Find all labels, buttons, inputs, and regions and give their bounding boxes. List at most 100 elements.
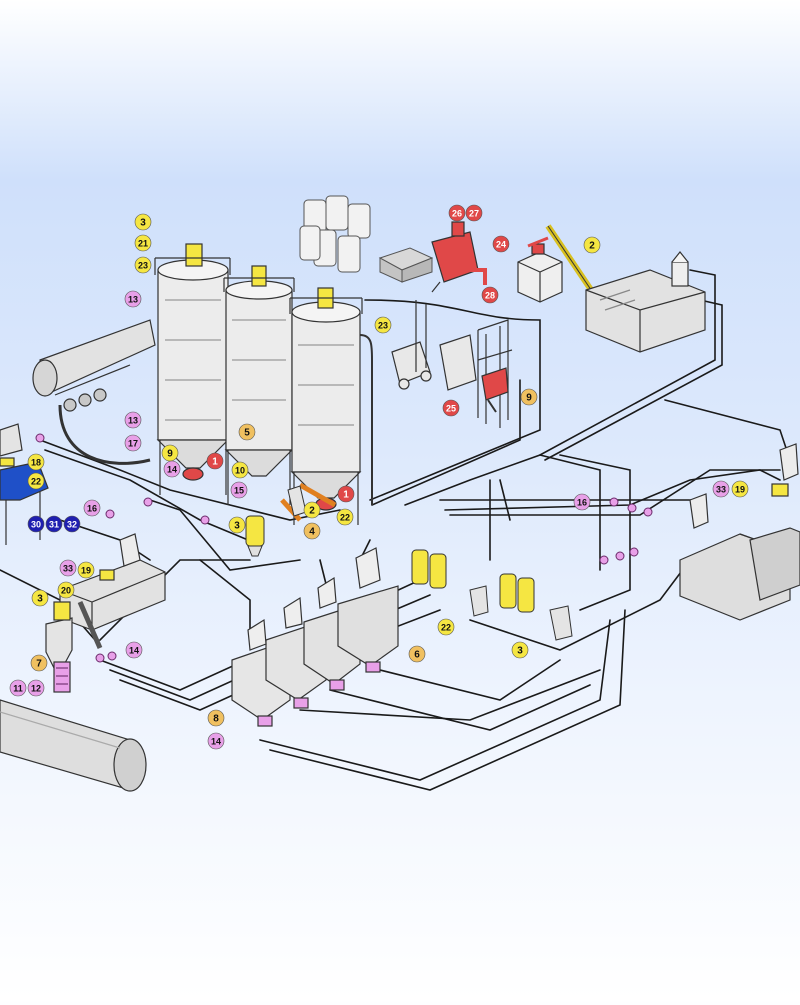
label-circle (303, 522, 321, 540)
label-text: 23 (138, 261, 148, 271)
label-text: 16 (87, 504, 97, 514)
label-text: 33 (716, 485, 726, 495)
label-bubble-16: 16 (83, 499, 101, 517)
label-text: 28 (485, 291, 495, 301)
pipe-line (269, 609, 626, 791)
pipe-line (379, 659, 561, 701)
vacuum-loader (245, 515, 265, 557)
label-bubble-9: 9 (161, 444, 179, 462)
label-bubble-33: 33 (59, 559, 77, 577)
label-bubble-31: 31 (45, 515, 63, 533)
label-circle (437, 618, 455, 636)
label-text: 8 (213, 714, 219, 725)
label-bubble-23: 23 (374, 316, 392, 334)
label-text: 22 (31, 477, 41, 487)
label-bubble-11: 11 (9, 679, 27, 697)
label-circle (228, 516, 246, 534)
label-circle (124, 411, 142, 429)
label-text: 26 (452, 209, 462, 219)
label-text: 14 (211, 737, 221, 747)
label-text: 14 (167, 465, 177, 475)
left-station (0, 423, 49, 545)
pipe-line (364, 299, 541, 501)
label-circle (408, 645, 426, 663)
label-text: 22 (340, 513, 350, 523)
label-text: 6 (414, 650, 420, 661)
label-bubble-30: 30 (27, 515, 45, 533)
silo (223, 265, 295, 505)
label-bubble-14: 14 (163, 460, 181, 478)
label-bubble-25: 25 (442, 399, 460, 417)
pipe-line (444, 469, 781, 511)
label-circle (442, 399, 460, 417)
label-bubble-6: 6 (408, 645, 426, 663)
label-text: 19 (81, 566, 91, 576)
label-circle (374, 316, 392, 334)
label-circle (57, 581, 75, 599)
label-bubble-14: 14 (125, 641, 143, 659)
filter-hopper (287, 485, 573, 641)
label-circle (27, 453, 45, 471)
label-bubble-2: 2 (303, 501, 321, 519)
label-bubble-2: 2 (583, 236, 601, 254)
pipe-line (544, 299, 723, 461)
extruder-line-right (679, 443, 800, 621)
label-circle (27, 472, 45, 490)
diverter-valve-group (35, 433, 653, 663)
pipe-line (499, 479, 511, 521)
label-bubble-32: 32 (63, 515, 81, 533)
label-circle (231, 461, 249, 479)
label-text: 25 (446, 404, 456, 414)
label-circle (134, 213, 152, 231)
label-text: 3 (140, 218, 146, 229)
extruder-line-top (585, 251, 706, 353)
label-bubble-7: 7 (30, 654, 48, 672)
label-bubble-22: 22 (437, 618, 455, 636)
label-circle (465, 204, 483, 222)
label-bubble-1: 1 (206, 452, 224, 470)
pipe-line (329, 684, 591, 731)
label-text: 2 (589, 241, 595, 252)
label-bubble-22: 22 (336, 508, 354, 526)
label-text: 33 (63, 564, 73, 574)
storage-tank (0, 699, 147, 792)
label-circle (134, 256, 152, 274)
label-circle (492, 235, 510, 253)
label-bubble-33: 33 (712, 480, 730, 498)
silo (154, 243, 231, 495)
pallet-stack (378, 247, 434, 283)
label-circle (230, 481, 248, 499)
label-circle (481, 286, 499, 304)
pipe-line (449, 469, 781, 516)
pipe-line (539, 454, 601, 571)
pipe-line (469, 559, 691, 651)
label-text: 2 (309, 506, 315, 517)
label-text: 11 (13, 684, 23, 694)
label-text: 24 (496, 240, 506, 250)
label-text: 22 (441, 623, 451, 633)
label-text: 9 (167, 449, 173, 460)
pipe-line (664, 399, 791, 461)
label-bubble-21: 21 (134, 234, 152, 252)
label-text: 4 (309, 527, 315, 538)
label-circle (9, 679, 27, 697)
label-circle (238, 423, 256, 441)
label-text: 17 (128, 439, 138, 449)
extruder-line-left (59, 533, 166, 649)
label-circle (77, 561, 95, 579)
label-bubble-17: 17 (124, 434, 142, 452)
label-bubble-23: 23 (134, 256, 152, 274)
label-text: 10 (235, 466, 245, 476)
label-circle (712, 480, 730, 498)
label-bubble-3: 3 (31, 589, 49, 607)
label-bubble-3: 3 (228, 516, 246, 534)
pipe-line (44, 449, 261, 546)
silo (289, 287, 363, 525)
pipe-line (39, 439, 341, 521)
label-text: 23 (378, 321, 388, 331)
label-text: 32 (67, 520, 77, 530)
label-circle (207, 709, 225, 727)
label-circle (30, 654, 48, 672)
label-circle (573, 493, 591, 511)
